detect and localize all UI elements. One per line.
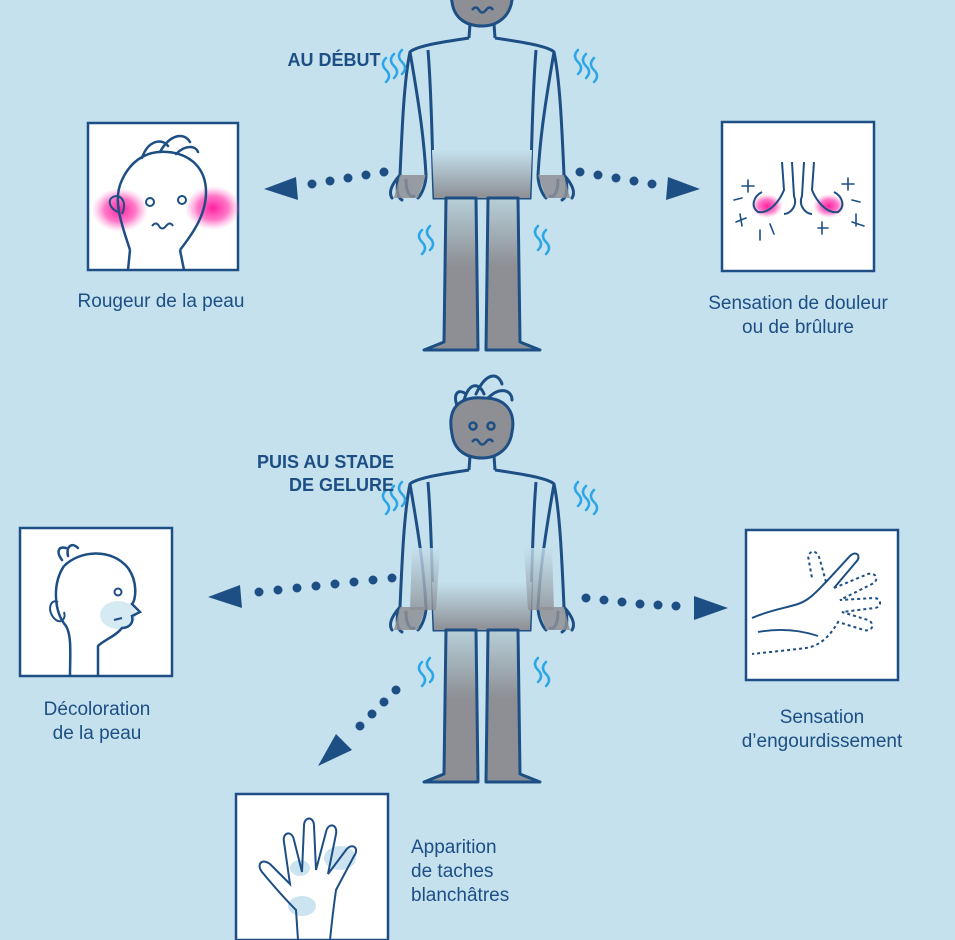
red-cheeks-face-icon: [88, 123, 241, 270]
numb-hand-icon: [746, 530, 898, 680]
burning-feet-icon: [722, 122, 874, 271]
caption-pain-burning: Sensation de douleur ou de brûlure: [664, 292, 932, 340]
dotted-arrow-icon: [318, 686, 401, 767]
discolored-face-icon: [20, 528, 172, 676]
caption-numbness: Sensation d’engourdissement: [704, 706, 940, 754]
stage-title-frostbite: PUIS AU STADE DE GELURE: [200, 451, 394, 497]
white-spots-hand-icon: [236, 794, 388, 940]
caption-skin-redness: Rougeur de la peau: [34, 290, 288, 314]
dotted-arrow-icon: [576, 168, 701, 201]
stage-title-early: AU DÉBUT: [248, 49, 420, 72]
dotted-arrow-icon: [582, 594, 729, 621]
caption-white-spots: Apparition de taches blanchâtres: [411, 836, 571, 908]
dotted-arrow-icon: [264, 168, 389, 201]
caption-skin-discoloration: Décoloration de la peau: [16, 698, 178, 746]
dotted-arrow-icon: [208, 574, 397, 609]
